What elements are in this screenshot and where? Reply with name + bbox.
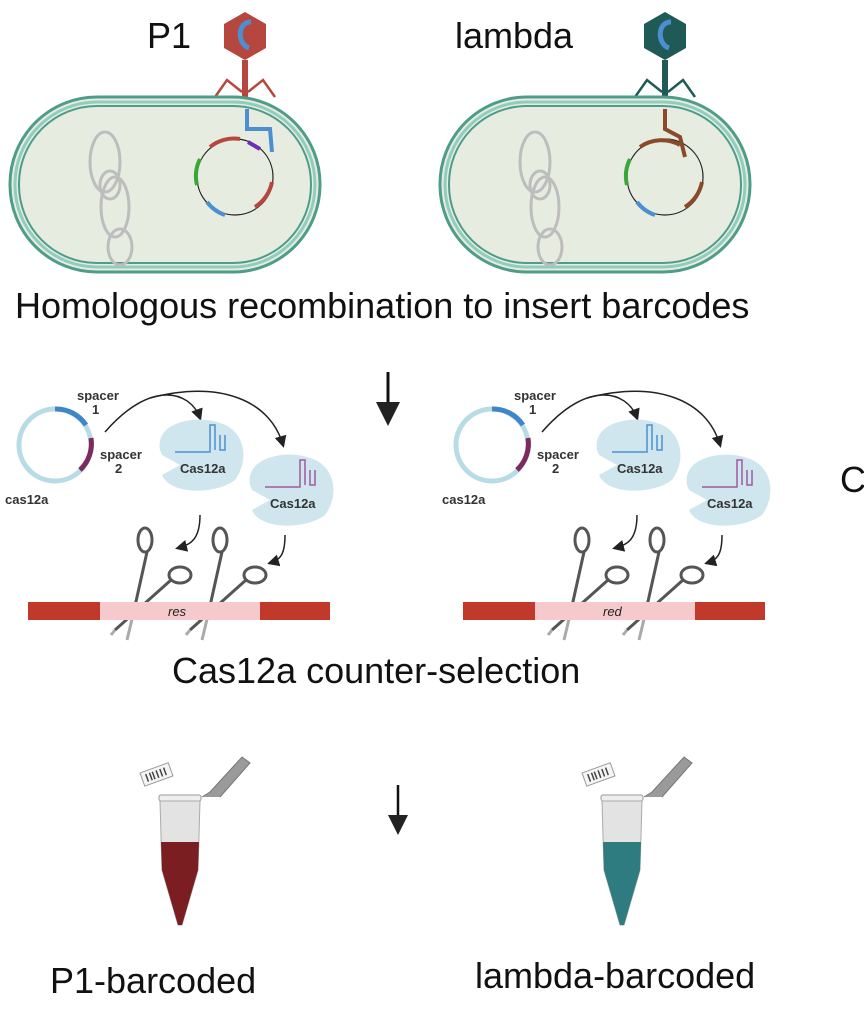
spacer2-label: spacer (537, 447, 579, 462)
lambda-phage-icon (633, 12, 697, 98)
spacer2-num: 2 (552, 461, 559, 476)
scissors-icon (109, 526, 193, 642)
cas12a-panel-right: spacer 1 spacer 2 cas12a Cas12a Cas12a r… (442, 388, 771, 642)
cas12a-protein-2: Cas12a (686, 454, 771, 526)
p1-phage-icon (213, 12, 277, 98)
p1-infected-cell (8, 95, 322, 274)
lambda-barcoded-label: lambda-barcoded (475, 955, 755, 996)
cas12a-protein-1: Cas12a (596, 419, 681, 491)
svg-text:Cas12a: Cas12a (180, 461, 226, 476)
target-flank-right (260, 602, 330, 620)
target-flank-left (28, 602, 100, 620)
svg-text:Cas12a: Cas12a (617, 461, 663, 476)
target-gene-red (535, 602, 695, 620)
spacer2-num: 2 (115, 461, 122, 476)
target-flank-right (695, 602, 765, 620)
spacer1-label: spacer (514, 388, 556, 403)
step1-caption: Homologous recombination to insert barco… (15, 285, 749, 326)
cas12a-protein-1: Cas12a (159, 419, 244, 491)
res-label: res (168, 604, 187, 619)
p1-barcoded-tube-icon (139, 756, 251, 926)
red-label: red (603, 604, 623, 619)
spacer1-num: 1 (92, 402, 99, 417)
lambda-infected-cell (438, 95, 752, 274)
svg-text:Cas12a: Cas12a (270, 496, 316, 511)
step2-caption: Cas12a counter-selection (172, 650, 580, 691)
svg-text:Cas12a: Cas12a (707, 496, 753, 511)
cas12a-protein-2: Cas12a (249, 454, 334, 526)
cas12a-gene-label: cas12a (5, 492, 49, 507)
scissors-icon (621, 526, 705, 642)
p1-barcoded-label: P1-barcoded (50, 960, 256, 1001)
p1-label: P1 (147, 15, 191, 56)
spacer2-label: spacer (100, 447, 142, 462)
scissors-icon (184, 526, 268, 642)
lambda-barcoded-tube-icon (581, 756, 693, 926)
clipped-panel-label: C (840, 459, 864, 500)
scissors-icon (546, 526, 630, 642)
spacer1-label: spacer (77, 388, 119, 403)
cas12a-panel-left: spacer 1 spacer 2 cas12a Cas12a Cas12a r… (5, 388, 334, 642)
spacer1-num: 1 (529, 402, 536, 417)
lambda-label: lambda (455, 15, 574, 56)
target-gene-res (100, 602, 260, 620)
cas12a-gene-label: cas12a (442, 492, 486, 507)
target-flank-left (463, 602, 535, 620)
